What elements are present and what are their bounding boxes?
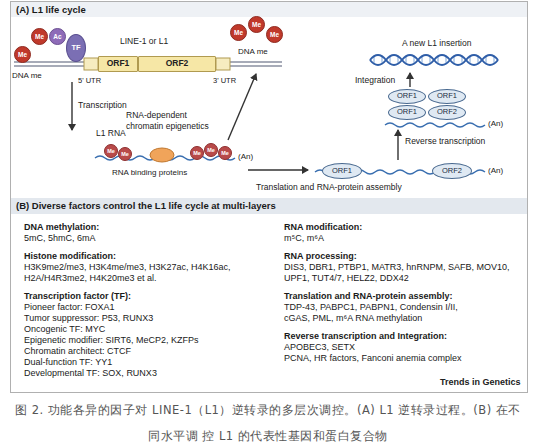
reverse-transcription-arrow — [397, 130, 398, 160]
shape-label: TF — [71, 44, 80, 53]
figure-panel: (A) L1 life cycleORF1ORF2TFMeMeAcMeMeMeM… — [11, 2, 527, 196]
factor-list: Oncogenic TF: MYC — [24, 324, 105, 335]
methyl-mark: Me — [190, 146, 204, 160]
shape-label: ORF1 — [397, 108, 417, 117]
factor-list: Tumor suppressor: P53, RUNX3 — [24, 313, 153, 324]
shape-label: ORF1 — [437, 92, 457, 101]
shape-label: Me — [234, 29, 243, 37]
orf-protein: ORF2 — [428, 105, 466, 120]
category-heading: Translation and RNA-protein assembly: — [284, 291, 453, 302]
figure-frame — [11, 2, 528, 393]
shape-label: Me — [221, 150, 229, 157]
methyl-mark: Me — [31, 28, 48, 45]
shape-label: Me — [252, 21, 261, 29]
journal-mark: Trends in Genetics — [440, 377, 521, 388]
panel-heading: (A) L1 life cycle — [16, 4, 86, 16]
shape-label: ORF2 — [166, 59, 189, 69]
factor-list: PCNA, HR factors, Fanconi anemia complex — [284, 353, 462, 364]
part-label: L1 RNA — [96, 128, 126, 139]
helix-strand — [370, 55, 498, 65]
methyl-mark: Me — [248, 16, 265, 33]
shape-label: Me — [207, 147, 215, 154]
methyl-mark: Me — [218, 146, 232, 160]
shape-label: ORF1 — [397, 92, 417, 101]
category-heading: Reverse transcription and Integration: — [284, 331, 447, 342]
header-band — [11, 198, 527, 214]
part-label: 3' UTR — [213, 76, 236, 86]
rna-strand — [385, 123, 485, 127]
shape-label: Ac — [53, 33, 61, 41]
orf-protein: ORF1 — [388, 105, 426, 120]
methyl-mark: Me — [14, 46, 31, 63]
step-label: Reverse transcription — [405, 136, 485, 147]
part-label: LINE-1 or L1 — [120, 36, 168, 47]
factor-list: H3K9me2/me3, H3K4me/me3, H3K27ac, H4K16a… — [24, 262, 232, 284]
integration-arrow — [409, 73, 410, 87]
methyl-mark: Me — [104, 144, 118, 158]
factor-list: TDP-43, PABPC1, PABPN1, Condensin I/II, … — [284, 302, 469, 324]
factor-list: m⁵C, m⁶A — [284, 233, 324, 244]
factor-list: Developmental TF: SOX, RUNX3 — [24, 368, 157, 379]
figure-caption: 图 2. 功能各异的因子对 LINE-1（L1）逆转录的多层次调控。(A) L1… — [14, 397, 522, 447]
factor-list: Epigenetic modifier: SIRT6, MeCP2, KZFPs — [24, 335, 198, 346]
shape-label: Me — [107, 148, 115, 155]
dna-helix — [370, 55, 498, 65]
factor-list: 5mC, 5hmC, 6mA — [24, 233, 96, 244]
tf-oval: TF — [66, 34, 86, 62]
rna-binding-protein — [150, 148, 174, 162]
orf-protein: ORF1 — [388, 89, 426, 104]
panel-heading: (B) Diverse factors control the L1 life … — [16, 200, 276, 212]
factor-list: Chromatin architect: CTCF — [24, 346, 131, 357]
shape-label: Me — [35, 33, 44, 41]
shape-label: ORF1 — [107, 59, 130, 69]
utr-box — [216, 58, 230, 70]
orf-protein: ORF1 — [322, 163, 362, 179]
header-band — [11, 2, 527, 17]
methyl-mark: Me — [204, 143, 218, 157]
figure-panel: (B) Diverse factors control the L1 life … — [11, 198, 527, 392]
part-label: RNA binding proteins — [112, 168, 187, 178]
category-heading: Histone modification: — [24, 251, 116, 262]
orf-protein: ORF1 — [428, 89, 466, 104]
shape-label: ORF2 — [442, 167, 462, 176]
part-label: A new L1 insertion — [402, 38, 471, 49]
mark-label: DNA me — [12, 71, 42, 81]
factor-list: DIS3, DBR1, PTBP1, MATR3, hnRNPM, SAFB, … — [284, 262, 516, 284]
polya-label: (An) — [238, 152, 253, 162]
step-label: Transcription — [78, 100, 127, 111]
shape-label: ORF2 — [437, 108, 457, 117]
category-heading: Transcription factor (TF): — [24, 291, 131, 302]
step-label: RNA-dependent chromatin epigenetics — [126, 110, 222, 131]
factor-list: APOBEC3, SETX — [284, 342, 355, 353]
shape-label: Me — [18, 51, 27, 59]
polya-label: (An) — [488, 119, 503, 129]
helix-strand — [370, 55, 498, 65]
utr-box — [84, 58, 98, 70]
shape-label: Me — [121, 151, 129, 158]
step-label: Integration — [355, 75, 395, 86]
polya-label: (An) — [488, 166, 503, 176]
factor-list: Dual-function TF: YY1 — [24, 357, 112, 368]
shape-label: ORF1 — [332, 167, 352, 176]
mark-label: DNA me — [238, 47, 268, 57]
translation-arrow — [248, 169, 308, 170]
shape-label: Me — [193, 150, 201, 157]
shape-label: Me — [270, 31, 279, 39]
orf-protein: ORF2 — [432, 163, 472, 179]
category-heading: RNA modification: — [284, 222, 362, 233]
category-heading: RNA processing: — [284, 251, 357, 262]
part-label: 5' UTR — [78, 76, 101, 86]
step-label: Translation and RNA-protein assembly — [256, 182, 402, 193]
transcription-arrow — [71, 82, 72, 130]
factor-list: Pioneer factor: FOXA1 — [24, 302, 115, 313]
methyl-mark: Me — [266, 26, 283, 43]
category-heading: DNA methylation: — [24, 222, 99, 233]
methyl-mark: Me — [230, 24, 247, 41]
acetyl-mark: Ac — [49, 28, 66, 45]
orf-gene-box: ORF2 — [138, 56, 216, 72]
orf-gene-box: ORF1 — [98, 56, 138, 72]
methyl-mark: Me — [118, 147, 132, 161]
